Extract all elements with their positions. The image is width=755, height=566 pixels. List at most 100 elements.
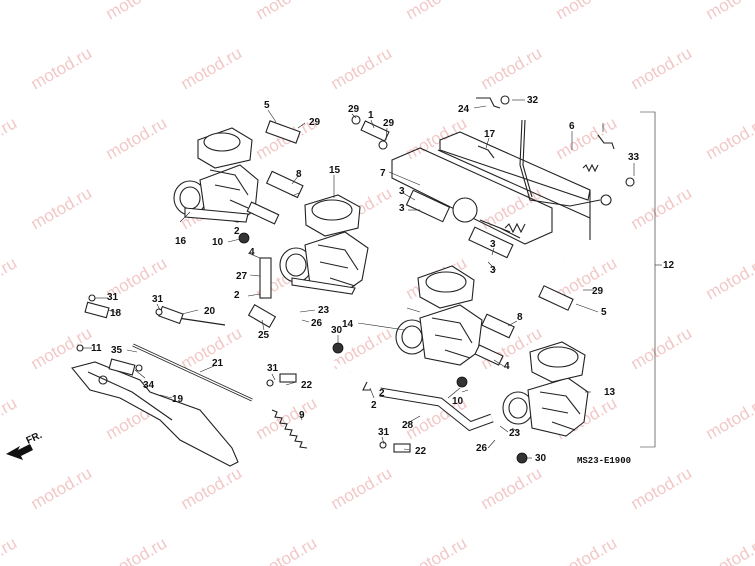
watermark-text: motod.ru (403, 0, 471, 23)
watermark-text: motod.ru (28, 43, 96, 93)
callout-31-3: 31 (267, 363, 279, 374)
callout-14: 14 (342, 319, 354, 330)
watermark-text: motod.ru (628, 463, 696, 513)
callout-27: 27 (236, 271, 248, 282)
callout-2: 2 (234, 226, 240, 237)
watermark-text: motod.ru (553, 0, 621, 23)
carburetor-16 (173, 127, 259, 244)
callout-31-4: 31 (378, 427, 390, 438)
callout-17: 17 (484, 129, 496, 140)
frame-19 (71, 361, 239, 467)
callout-35: 35 (111, 345, 123, 356)
callout-2-2: 2 (234, 290, 240, 301)
callout-34: 34 (143, 380, 155, 391)
callout-32: 32 (527, 95, 539, 106)
watermark-text: motod.ru (553, 113, 621, 163)
watermark-text: motod.ru (0, 0, 20, 23)
tube-28 (379, 387, 494, 432)
watermark-text: motod.ru (478, 43, 546, 93)
callout-labels: 1222233334455688910101112131415161718192… (91, 95, 675, 464)
callout-28: 28 (402, 420, 414, 431)
callout-23-2: 23 (509, 428, 521, 439)
callout-3-4: 3 (490, 265, 496, 276)
callout-26-2: 26 (476, 443, 488, 454)
cable-6 (519, 119, 612, 207)
callout-13: 13 (604, 387, 616, 398)
watermark-text: motod.ru (553, 533, 621, 566)
watermark-text: motod.ru (0, 533, 20, 566)
callout-15: 15 (329, 165, 341, 176)
callout-22-2: 22 (415, 446, 427, 457)
carburetor-14 (395, 265, 483, 366)
callout-26: 26 (311, 318, 323, 329)
callout-11: 11 (91, 343, 102, 354)
watermark-text: motod.ru (103, 0, 171, 23)
fasteners (76, 95, 635, 464)
hoses (295, 102, 589, 462)
callout-6: 6 (569, 121, 575, 132)
carburetor-13 (502, 341, 589, 437)
callout-30-2: 30 (535, 453, 547, 464)
carburetor-15 (279, 194, 369, 295)
callout-3-3: 3 (490, 239, 496, 250)
callout-9: 9 (299, 410, 305, 421)
diagram-code: MS23-E1900 (577, 456, 631, 466)
watermark-text: motod.ru (703, 533, 755, 566)
watermark-text: motod.ru (178, 43, 246, 93)
callout-2-4: 2 (371, 400, 377, 411)
callout-5: 5 (264, 100, 270, 111)
callout-33: 33 (628, 152, 640, 163)
watermark-text: motod.ru (28, 183, 96, 233)
watermark-text: motod.ru (103, 113, 171, 163)
callout-31: 31 (107, 292, 119, 303)
callout-29-2: 29 (348, 104, 360, 115)
callout-19: 19 (172, 394, 184, 405)
callout-29: 29 (309, 117, 321, 128)
callout-10-2: 10 (452, 396, 464, 407)
watermark-text: motod.ru (103, 533, 171, 566)
rods (132, 314, 308, 449)
callout-21: 21 (212, 358, 224, 369)
watermark-text: motod.ru (28, 463, 96, 513)
callout-8-2: 8 (517, 312, 523, 323)
callout-18: 18 (110, 308, 122, 319)
callout-1: 1 (368, 110, 374, 121)
callout-2-3: 2 (379, 388, 385, 399)
callout-7: 7 (380, 168, 386, 179)
callout-12: 12 (663, 260, 675, 271)
watermark-text: motod.ru (0, 113, 20, 163)
callout-24: 24 (458, 104, 470, 115)
watermark-text: motod.ru (328, 43, 396, 93)
callout-29-3: 29 (383, 118, 395, 129)
watermark-text: motod.ru (478, 463, 546, 513)
callout-25: 25 (258, 330, 270, 341)
callout-31-2: 31 (152, 294, 164, 305)
watermark-text: motod.ru (328, 463, 396, 513)
watermark-text: motod.ru (628, 43, 696, 93)
watermark-text: motod.ru (253, 0, 321, 23)
callout-10: 10 (212, 237, 224, 248)
callout-29-4: 29 (592, 286, 604, 297)
leader-lines (82, 99, 635, 459)
watermark-text: motod.ru (403, 533, 471, 566)
watermark-text: motod.ru (628, 183, 696, 233)
callout-23: 23 (318, 305, 330, 316)
linkage-plate (391, 131, 591, 245)
callout-20: 20 (204, 306, 216, 317)
callout-3: 3 (399, 186, 405, 197)
watermark-text: motod.ru (253, 533, 321, 566)
callout-5-2: 5 (601, 307, 607, 318)
watermark-text: motod.ru (253, 393, 321, 443)
callout-3-2: 3 (399, 203, 405, 214)
watermark-text: motod.ru (703, 393, 755, 443)
callout-8: 8 (296, 169, 302, 180)
watermark-text: motod.ru (0, 393, 20, 443)
watermark-text: motod.ru (0, 253, 20, 303)
callout-4: 4 (249, 247, 255, 258)
assembly-bracket (640, 111, 662, 448)
watermark-text: motod.ru (628, 323, 696, 373)
front-direction-arrow: FR. (6, 430, 44, 460)
direction-label: FR. (25, 430, 44, 447)
